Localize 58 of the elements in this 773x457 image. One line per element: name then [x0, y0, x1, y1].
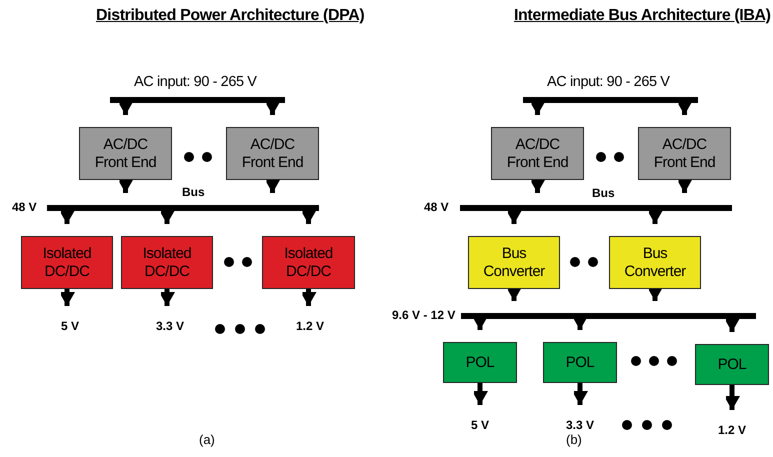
bus-label: 9.6 V - 12 V — [392, 308, 456, 322]
arrow — [159, 289, 175, 306]
bus-label: Bus — [182, 185, 205, 199]
front-end-box: AC/DC Front End — [491, 127, 584, 180]
arrow — [676, 101, 692, 115]
output-voltage: 1.2 V — [712, 422, 752, 438]
arrow — [572, 383, 588, 405]
output-voltage: 5 V — [462, 417, 498, 433]
panel-label: (a) — [199, 432, 215, 447]
output-voltage: 3.3 V — [150, 318, 190, 334]
arrow — [118, 179, 134, 193]
converter-box: Bus Converter — [468, 236, 560, 289]
output-voltage: 5 V — [52, 318, 88, 334]
output-voltage: 3.3 V — [560, 417, 600, 433]
arrow — [724, 318, 740, 332]
bus-bar — [523, 97, 698, 103]
heading: Distributed Power Architecture (DPA) — [96, 7, 364, 25]
bus-label: 48 V — [12, 200, 37, 214]
arrow — [159, 210, 175, 224]
arrow — [647, 287, 663, 301]
front-end-box: AC/DC Front End — [638, 127, 731, 180]
converter-box: Isolated DC/DC — [121, 236, 213, 289]
arrow — [530, 101, 546, 115]
arrow — [572, 316, 588, 330]
pol-box: POL — [543, 342, 617, 383]
bus-label: Bus — [592, 186, 615, 200]
front-end-box: AC/DC Front End — [79, 127, 172, 180]
converter-box: Isolated DC/DC — [262, 236, 355, 289]
arrow — [530, 179, 546, 193]
input-label: AC input: 90 - 265 V — [134, 74, 257, 90]
arrow — [118, 101, 134, 115]
pol-box: POL — [695, 344, 769, 385]
arrow — [724, 385, 740, 410]
bus-label: 48 V — [424, 200, 449, 214]
arrow — [472, 383, 488, 405]
arrow — [676, 179, 692, 193]
bus-bar — [461, 313, 756, 319]
arrow — [264, 101, 280, 115]
arrow — [59, 210, 75, 224]
arrow — [506, 210, 522, 224]
arrow — [472, 316, 488, 330]
arrow — [506, 287, 522, 301]
converter-box: Bus Converter — [609, 236, 701, 289]
input-label: AC input: 90 - 265 V — [547, 74, 670, 90]
arrow — [300, 289, 316, 306]
pol-box: POL — [443, 342, 517, 383]
bus-bar — [110, 97, 285, 103]
panel-label: (b) — [566, 432, 582, 447]
converter-box: Isolated DC/DC — [21, 236, 113, 289]
bus-bar — [47, 205, 319, 211]
arrow — [300, 210, 316, 224]
output-voltage: 1.2 V — [290, 318, 330, 334]
bus-bar — [460, 205, 732, 211]
arrow — [59, 289, 75, 306]
front-end-box: AC/DC Front End — [226, 127, 319, 180]
arrow — [647, 210, 663, 224]
arrow — [264, 179, 280, 193]
heading: Intermediate Bus Architecture (IBA) — [514, 7, 771, 25]
